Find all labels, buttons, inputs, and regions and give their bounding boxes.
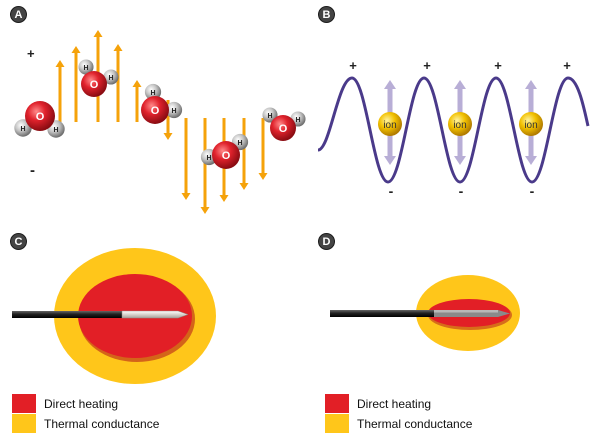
plus-sign: +	[494, 58, 502, 73]
ion-icon: ion	[519, 80, 543, 165]
needle-probe-icon	[12, 310, 189, 319]
panel-d-badge: D	[318, 233, 335, 250]
minus-sign: -	[530, 183, 535, 199]
hydrogen-atom	[103, 69, 119, 85]
ion-icon: ion	[378, 80, 402, 165]
hydrogen-label: H	[267, 113, 272, 120]
field-arrow	[55, 60, 65, 122]
ion-label: ion	[383, 120, 396, 131]
panel-d-label: D	[322, 235, 331, 248]
ions: ion ion ion	[378, 80, 543, 165]
field-arrow	[71, 46, 81, 122]
panel-c	[12, 248, 216, 384]
legend-label: Thermal conductance	[357, 416, 473, 431]
ion-icon: ion	[448, 80, 472, 165]
legend-label: Direct heating	[44, 396, 119, 411]
water-molecule-icon: H HO	[262, 107, 306, 141]
ion-ball	[378, 112, 402, 136]
hydrogen-label: H	[20, 126, 25, 133]
legend-d-direct-heating: Direct heating	[325, 394, 431, 413]
panel-b-label: B	[322, 8, 331, 21]
water-molecule-icon: HHO	[78, 59, 119, 97]
oxygen-label: O	[151, 105, 160, 117]
legend-c-direct-heating: Direct heating	[12, 394, 118, 413]
water-molecule-icon: HHO	[200, 133, 249, 169]
field-arrow	[163, 100, 173, 140]
panel-a-label: A	[14, 8, 23, 21]
legend-swatch	[325, 394, 349, 413]
field-arrow	[200, 118, 210, 214]
plus-sign: +	[349, 58, 357, 73]
oxygen-atom	[81, 71, 107, 97]
panel-c-badge: C	[10, 233, 27, 250]
hydrogen-label: H	[150, 90, 155, 97]
legend-swatch	[12, 394, 36, 413]
panel-a-minus: -	[30, 162, 35, 179]
hydrogen-atom	[165, 101, 183, 119]
panel-b: ion ion ion + + + + - - -	[317, 58, 590, 199]
alternating-field-wave	[317, 76, 590, 184]
legend-d-thermal-conductance: Thermal conductance	[325, 414, 472, 433]
field-arrow	[258, 118, 268, 180]
panel-c-label: C	[14, 235, 23, 248]
oxygen-atom	[25, 101, 55, 131]
hydrogen-label: H	[295, 117, 300, 124]
plus-sign: +	[563, 58, 571, 73]
oxygen-label: O	[90, 79, 99, 91]
hydrogen-label: H	[171, 108, 176, 115]
needle-probe-icon	[330, 310, 510, 317]
ion-ball	[519, 112, 543, 136]
polarity-signs: + + + + - - -	[349, 58, 571, 199]
minus-sign: -	[459, 183, 464, 199]
ion-ball	[448, 112, 472, 136]
ion-label: ion	[453, 120, 466, 131]
water-molecule-icon: H H O	[14, 101, 65, 138]
hydrogen-label: H	[53, 127, 58, 134]
oxygen-label: O	[279, 123, 288, 135]
hydrogen-atom	[78, 59, 94, 75]
hydrogen-label: H	[108, 75, 113, 82]
minus-sign: -	[389, 183, 394, 199]
hydrogen-label: H	[83, 65, 88, 72]
legend-label: Thermal conductance	[44, 416, 160, 431]
panel-b-badge: B	[318, 6, 335, 23]
legend-label: Direct heating	[357, 396, 432, 411]
water-molecule-icon: H H O	[141, 83, 183, 124]
field-arrow	[239, 118, 249, 190]
legend-c-thermal-conductance: Thermal conductance	[12, 414, 159, 433]
hydrogen-label: H	[237, 140, 242, 147]
panel-a-badge: A	[10, 6, 27, 23]
panel-d	[330, 275, 520, 351]
panel-a-plus: +	[27, 46, 35, 61]
hydrogen-atom	[262, 107, 278, 123]
hydrogen-atom	[144, 83, 162, 101]
field-arrow	[113, 44, 123, 122]
oxygen-atom	[141, 96, 169, 124]
plus-sign: +	[423, 58, 431, 73]
oxygen-label: O	[36, 111, 45, 123]
ion-label: ion	[524, 120, 537, 131]
field-arrow	[181, 118, 191, 200]
legend-swatch	[12, 414, 36, 433]
oxygen-atom	[270, 115, 296, 141]
hydrogen-label: H	[206, 155, 211, 162]
oxygen-label: O	[222, 150, 231, 162]
legend-swatch	[325, 414, 349, 433]
field-arrow	[132, 80, 142, 122]
oxygen-atom	[212, 141, 240, 169]
